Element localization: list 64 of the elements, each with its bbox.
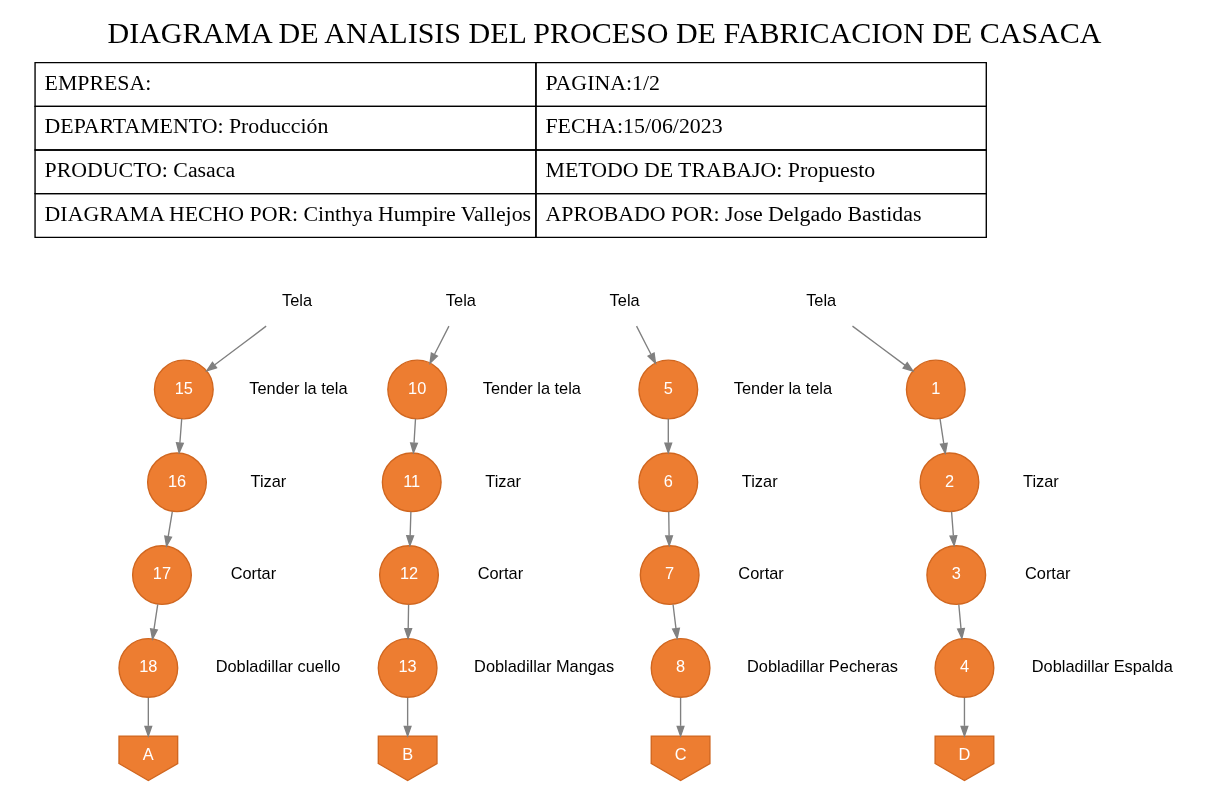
arrow (149, 603, 159, 641)
node-circle: 2 (919, 452, 980, 513)
node-circle: 8 (650, 637, 711, 698)
node-circle: 4 (934, 637, 995, 698)
arrow (956, 603, 966, 641)
node-text: Tela (282, 290, 313, 309)
label: PAGINA:1/2 (545, 70, 660, 95)
arrow (429, 325, 450, 365)
node-circle: 11 (381, 452, 442, 513)
arrow (635, 325, 657, 365)
node-label: Dobladillar Pecheras (747, 657, 898, 676)
arrow (939, 418, 948, 456)
node-label: Dobladillar Mangas (474, 657, 615, 676)
arrow (144, 697, 153, 738)
arrow (671, 603, 681, 641)
arrow (664, 418, 673, 455)
node-label: Tender la tela (733, 378, 833, 397)
node-label: Cortar (738, 564, 784, 583)
arrow (405, 511, 415, 548)
label: DIAGRAMA HECHO POR: Cinthya Humpire Vallejos (44, 201, 532, 226)
node-text: Tela (806, 290, 837, 309)
node-text: Tela (445, 290, 476, 309)
node-circle: 7 (639, 545, 700, 606)
arrow (676, 697, 685, 738)
label: METODO DE TRABAJO: Propuesto (545, 158, 876, 182)
node-circle: 13 (377, 637, 438, 698)
node-label: Tizar (250, 471, 287, 490)
node-circle: 6 (638, 452, 699, 513)
node-label: Dobladillar cuello (215, 657, 341, 676)
node-circle: 18 (118, 637, 179, 698)
node-circle: 17 (131, 545, 192, 606)
arrow (409, 418, 419, 455)
node-circle: 15 (153, 359, 214, 420)
node-circle: 1 (905, 359, 966, 420)
arrow (403, 697, 412, 738)
node-label: Cortar (1024, 564, 1071, 583)
label: DEPARTAMENTO: Producción (44, 114, 329, 139)
arrow (175, 418, 185, 455)
label: FECHA:15/06/2023 (545, 114, 723, 139)
node-circle: 10 (387, 359, 448, 420)
arrow (403, 603, 413, 641)
arrow (205, 325, 267, 373)
node-label: Tizar (1023, 471, 1059, 490)
arrow (164, 511, 173, 549)
arrow (664, 511, 674, 548)
node-label: Cortar (230, 564, 277, 583)
node-circle: 3 (926, 545, 987, 606)
node-text: Tela (609, 290, 640, 309)
node-label: Tender la tela (482, 378, 581, 397)
node-label: Tizar (741, 471, 778, 490)
node-circle: 12 (379, 545, 439, 606)
arrow (949, 511, 958, 548)
node-label: Tizar (485, 471, 522, 490)
node-label: Cortar (477, 564, 524, 583)
node-circle: 5 (638, 359, 699, 420)
node-label: Dobladillar Espalda (1031, 657, 1173, 676)
label: PRODUCTO: Casaca (44, 158, 236, 182)
diagram-title: DIAGRAMA DE ANALISIS DEL PROCESO DE FABRICACION DE CASACA (107, 15, 1102, 49)
arrow (960, 697, 969, 738)
node-circle: 16 (146, 452, 207, 513)
arrow (851, 325, 915, 373)
label: EMPRESA: (44, 70, 152, 95)
label: APROBADO POR: Jose Delgado Bastidas (545, 201, 922, 226)
node-label: Tender la tela (249, 378, 348, 397)
